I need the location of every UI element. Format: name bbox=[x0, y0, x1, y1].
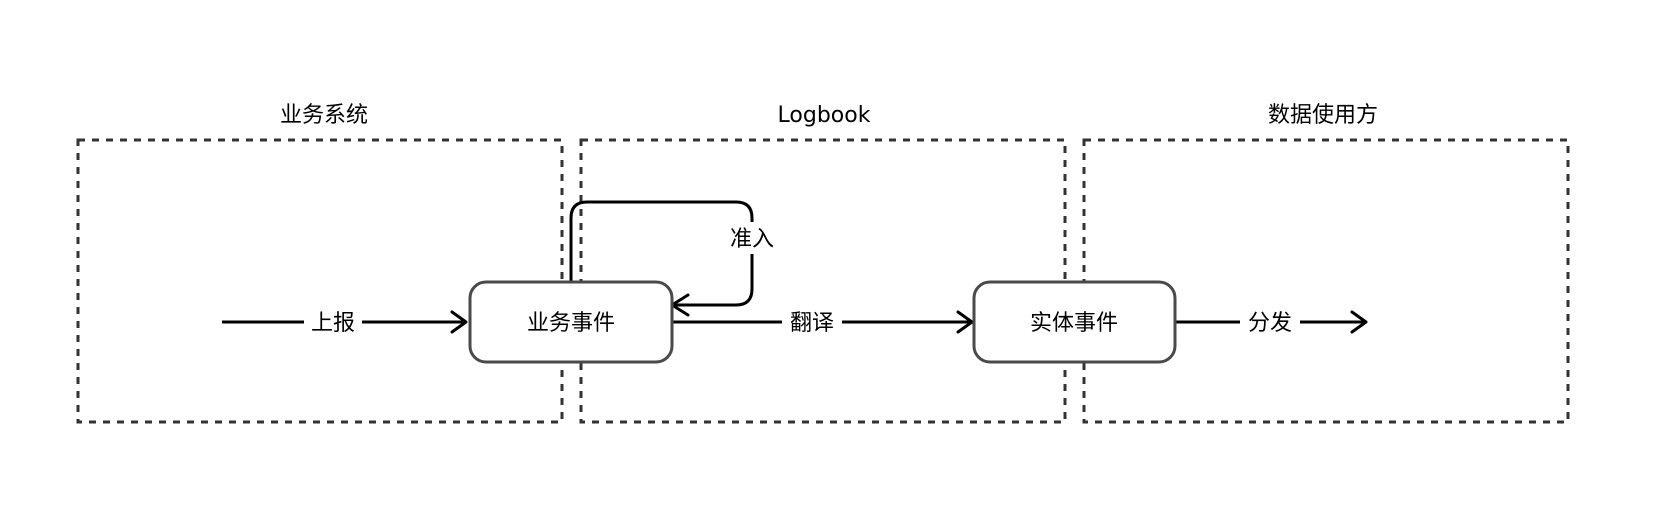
node-entity-event-label: 实体事件 bbox=[1030, 311, 1118, 336]
edge-distribute-label-bg bbox=[1240, 305, 1300, 339]
node-business-event-box bbox=[468, 280, 674, 364]
node-business-event: 业务事件 bbox=[468, 280, 674, 364]
node-business-event-label: 业务事件 bbox=[527, 311, 615, 336]
edge-report-label-bg bbox=[304, 305, 362, 339]
edge-translate-arrowhead bbox=[956, 310, 974, 334]
edge-admit: 准入 bbox=[569, 200, 778, 317]
edge-distribute: 分发 bbox=[1174, 305, 1368, 339]
zone-title-logbook: Logbook bbox=[778, 103, 871, 128]
edge-translate-label: 翻译 bbox=[790, 311, 834, 336]
zone-business-system bbox=[76, 138, 564, 424]
zone-title-business-system: 业务系统 bbox=[280, 103, 368, 128]
zone-title-data-consumers: 数据使用方 bbox=[1268, 103, 1378, 128]
edge-distribute-arrowhead bbox=[1350, 310, 1368, 334]
edge-report-label: 上报 bbox=[311, 311, 355, 336]
edge-translate-label-bg bbox=[782, 305, 842, 339]
edge-report-arrowhead bbox=[450, 310, 468, 334]
edge-admit-label-bg bbox=[726, 222, 778, 254]
node-entity-event: 实体事件 bbox=[972, 280, 1177, 364]
edge-translate: 翻译 bbox=[671, 305, 974, 339]
edge-admit-label: 准入 bbox=[730, 227, 774, 252]
edge-distribute-label: 分发 bbox=[1248, 311, 1292, 336]
node-entity-event-box bbox=[972, 280, 1177, 364]
edge-report: 上报 bbox=[222, 305, 468, 339]
edge-admit-line bbox=[569, 200, 754, 307]
